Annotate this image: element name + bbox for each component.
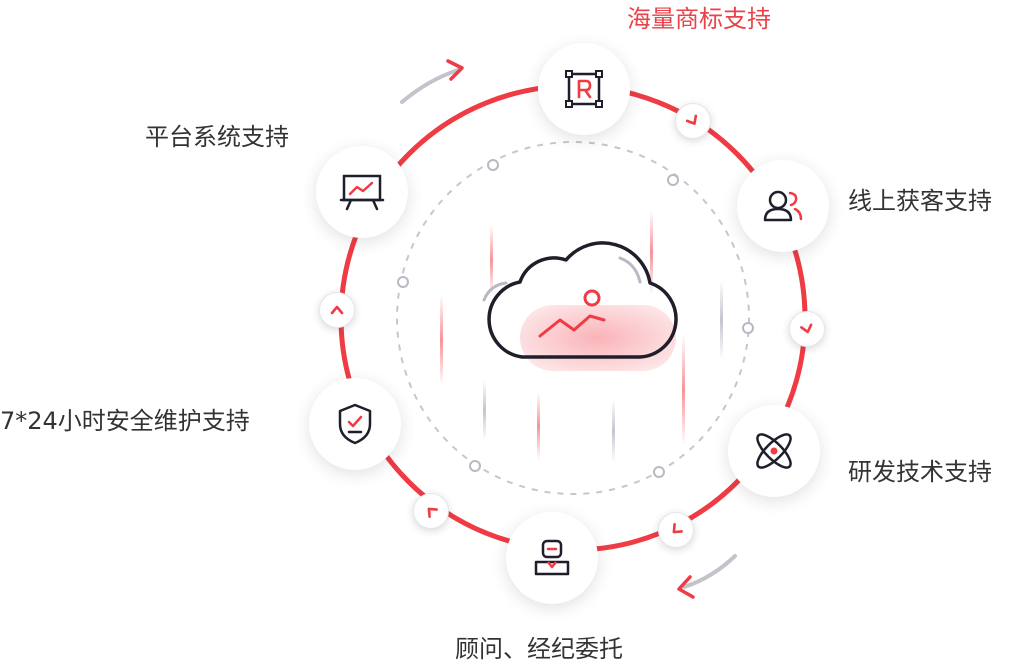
atom-icon: [750, 427, 798, 475]
center-cloud: [482, 241, 678, 371]
consult-node[interactable]: [506, 512, 598, 604]
chevron-icon: [319, 292, 355, 328]
rnd-node[interactable]: [728, 405, 820, 497]
label-security[interactable]: 7*24小时安全维护支持: [0, 407, 250, 435]
chevron-icon: [413, 493, 449, 529]
label-customer[interactable]: 线上获客支持: [848, 187, 992, 215]
ring-dots: [397, 159, 754, 478]
rotation-arrows: [400, 59, 737, 599]
label-platform[interactable]: 平台系统支持: [145, 123, 289, 151]
platform-node[interactable]: [316, 146, 408, 238]
chevron-icon: [789, 311, 825, 347]
customer-node[interactable]: [737, 160, 829, 252]
presentation-chart-icon: [339, 172, 385, 212]
consultant-icon: [532, 538, 572, 578]
security-node[interactable]: [309, 378, 401, 470]
chevron-icon: [658, 512, 694, 548]
shield-check-icon: [335, 402, 375, 446]
users-icon: [761, 186, 805, 226]
light-beams: [440, 210, 723, 462]
trademark-r-icon: [564, 69, 604, 109]
trademark-node[interactable]: [538, 43, 630, 135]
chevron-icon: [675, 103, 711, 139]
label-consult[interactable]: 顾问、经纪委托: [455, 635, 623, 663]
label-trademark[interactable]: 海量商标支持: [627, 5, 771, 33]
inner-dashed-ring: [396, 141, 750, 495]
label-rnd[interactable]: 研发技术支持: [848, 458, 992, 486]
